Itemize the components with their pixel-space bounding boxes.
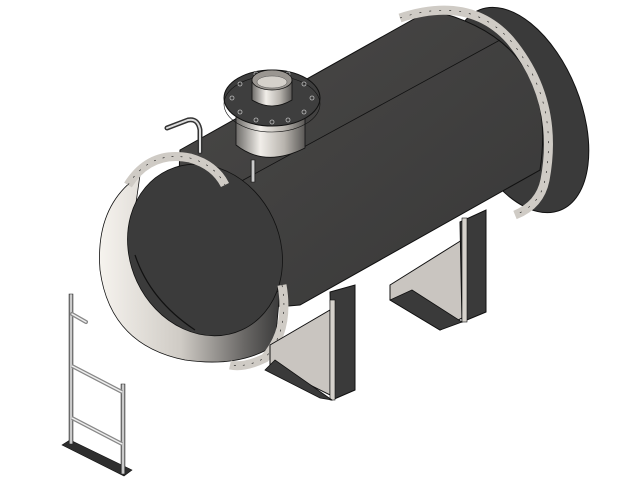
top-nozzle: [223, 69, 321, 158]
small-nozzle: [250, 159, 256, 183]
vent-pipe: [164, 117, 203, 155]
channel-head-left: [99, 163, 283, 363]
ladder: [61, 293, 133, 477]
body-flange-left: [124, 152, 289, 371]
saddle-support-front: [264, 284, 356, 401]
body-flange-right: [398, 5, 553, 220]
saddle-support-rear: [389, 209, 487, 331]
